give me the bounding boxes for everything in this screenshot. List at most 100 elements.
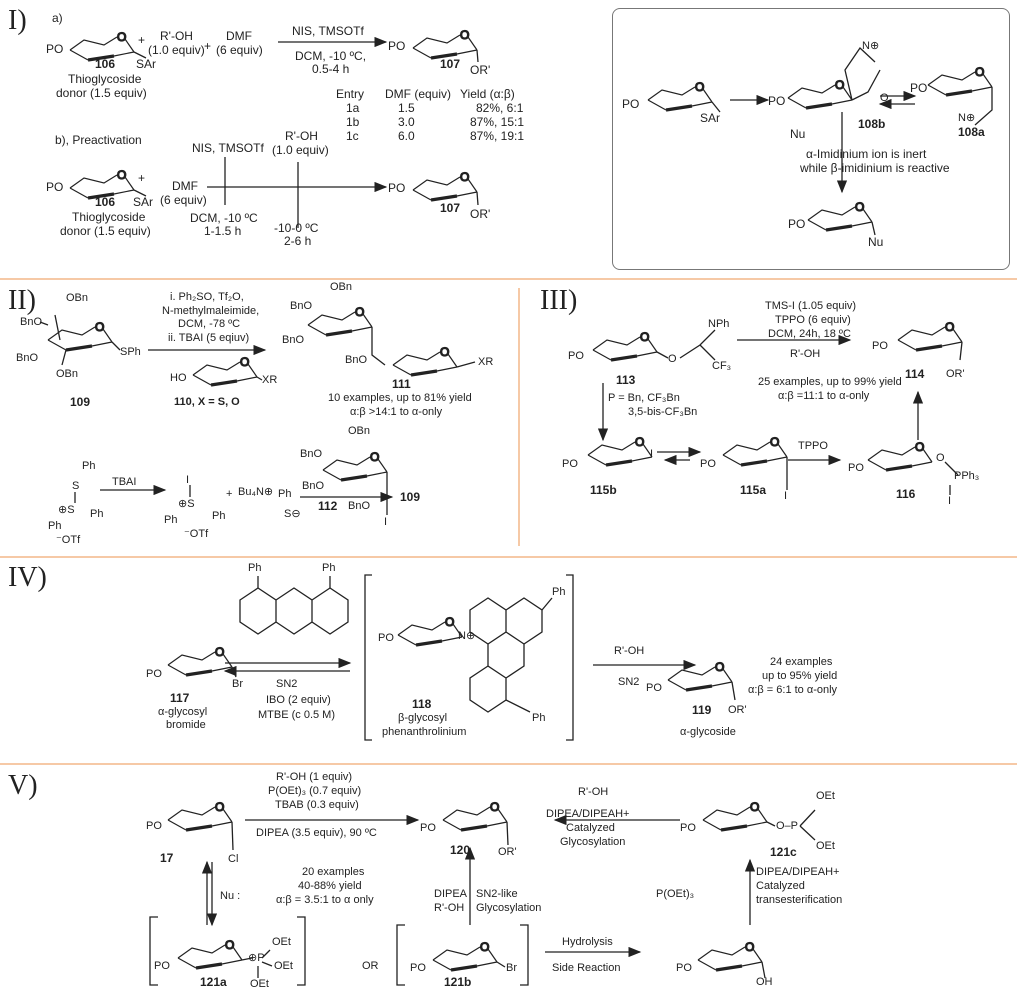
substituent: BnO	[345, 354, 368, 366]
compound-number: 118	[412, 697, 432, 711]
substituent: OBn	[348, 425, 371, 437]
substituent: BnO	[302, 480, 325, 492]
plus-sign: +	[138, 171, 146, 185]
result-text: up to 95% yield	[762, 670, 838, 682]
compound-number: 121a	[200, 975, 227, 988]
ring-115a	[721, 433, 789, 467]
or-label: OR'	[470, 63, 491, 77]
ring-120	[441, 798, 509, 832]
compound-number: 115b	[590, 483, 617, 497]
table-header: Yield (α:β)	[460, 87, 515, 101]
iodine-label: I	[784, 490, 788, 502]
substituent: BnO	[348, 500, 371, 512]
hydroxyl-label: OH	[756, 976, 773, 988]
compound-number: 108a	[958, 125, 985, 139]
condition: Catalyzed	[566, 822, 615, 834]
po-label: PO	[154, 960, 170, 972]
po-label: PO	[568, 350, 584, 362]
condition: DIPEA/DIPEAH+	[756, 866, 840, 878]
condition: P(OEt)₃ (0.7 equiv)	[268, 785, 362, 797]
compound-number: 106	[95, 57, 116, 71]
condition: SN2	[276, 678, 298, 690]
sulfur-label: S	[72, 480, 80, 492]
ethoxy-label: OEt	[274, 960, 293, 972]
compound-number: 107	[440, 57, 461, 71]
iodine-label: I	[948, 495, 952, 507]
selectivity-text: α:β =11:1 to α-only	[778, 390, 870, 402]
condition: SN2-like	[476, 888, 518, 900]
po-label: PO	[46, 180, 64, 194]
sulfonium-label: ⊕S	[178, 498, 195, 510]
condition: Glycosylation	[476, 902, 542, 914]
ring-110	[191, 353, 259, 387]
yield-text: 10 examples, up to 81% yield	[328, 392, 472, 404]
phenyl-label: Ph	[278, 488, 292, 500]
nucleophile-label: Nu :	[220, 890, 241, 902]
condition: Glycosylation	[560, 836, 626, 848]
ethoxy-label: OEt	[272, 936, 291, 948]
compound-number: 109	[70, 395, 91, 409]
result-text: α:β = 6:1 to α-only	[748, 684, 838, 696]
phenyl-label: Ph	[90, 508, 104, 520]
ring-111-acceptor	[391, 343, 459, 377]
condition: NIS, TMSOTf	[192, 141, 264, 155]
sulfonium-label: ⊕S	[58, 504, 75, 516]
section-label: II)	[8, 285, 36, 316]
condition: SN2	[618, 676, 640, 688]
reagent-label: TBAI	[112, 476, 137, 488]
reagent-dmf-equiv: (6 equiv)	[216, 43, 263, 57]
triflate-label: ⁻OTf	[56, 534, 81, 546]
condition: TPPO (6 equiv)	[775, 314, 851, 326]
part-label: a)	[52, 11, 63, 25]
ring-hemiacetal	[696, 938, 764, 972]
compound-caption: phenanthrolinium	[382, 726, 467, 738]
thiolate-label: S⊖	[284, 508, 301, 520]
compound-caption: β-glycosyl	[398, 712, 448, 724]
plus-sign: +	[204, 39, 212, 53]
iminium-n: N⊕	[958, 112, 976, 124]
phenyl-label: Ph	[322, 562, 336, 574]
separator-1	[0, 278, 1017, 280]
condition: R'-OH	[434, 902, 465, 914]
result-text: 24 examples	[770, 656, 833, 668]
ring-115b	[586, 433, 654, 467]
compound-number: 106	[95, 195, 116, 209]
condition: DCM, -78 ºC	[178, 318, 241, 330]
section-label: III)	[540, 285, 578, 316]
plus-sign: +	[138, 33, 146, 47]
reagent-roh-equiv: (1.0 equiv)	[272, 143, 329, 157]
condition: TBAB (0.3 equiv)	[275, 799, 359, 811]
table-cell: 87%, 19:1	[470, 129, 525, 143]
reagent-roh-equiv: (1.0 equiv)	[148, 43, 205, 57]
phenyl-label: Ph	[82, 460, 96, 472]
compound-number: 110, X = S, O	[174, 396, 240, 408]
ring-114	[896, 318, 964, 352]
condition: DCM, -10 ºC,	[295, 49, 367, 63]
compound-number: 115a	[740, 483, 767, 497]
mechanism-note: α-Imidinium ion is inert	[806, 147, 927, 161]
condition: R'-OH	[578, 786, 609, 798]
condition: transesterification	[756, 894, 843, 906]
po-label: PO	[410, 962, 426, 974]
selectivity-text: α:β >14:1 to α-only	[350, 406, 443, 418]
po-label: PO	[146, 820, 162, 832]
donor-equiv: donor (1.5 equiv)	[60, 224, 151, 238]
ring-107a	[411, 26, 479, 60]
compound-number: 112	[318, 499, 338, 513]
substituent: XR	[478, 356, 494, 368]
substituent: SPh	[120, 346, 141, 358]
phenyl-label: Ph	[164, 514, 178, 526]
substituent: BnO	[300, 448, 323, 460]
separator-vertical	[518, 288, 520, 546]
condition: R'-OH (1 equiv)	[276, 771, 353, 783]
ring-116	[866, 438, 934, 472]
po-label: PO	[562, 458, 578, 470]
separator-3	[0, 763, 1017, 765]
section-label: I)	[8, 5, 27, 36]
ring-121c	[701, 798, 769, 832]
or-label: OR'	[498, 846, 517, 858]
or-label: OR'	[728, 704, 747, 716]
ring-118	[396, 613, 464, 647]
yield-text: 25 examples, up to 99% yield	[758, 376, 902, 388]
substituent: BnO	[282, 334, 305, 346]
